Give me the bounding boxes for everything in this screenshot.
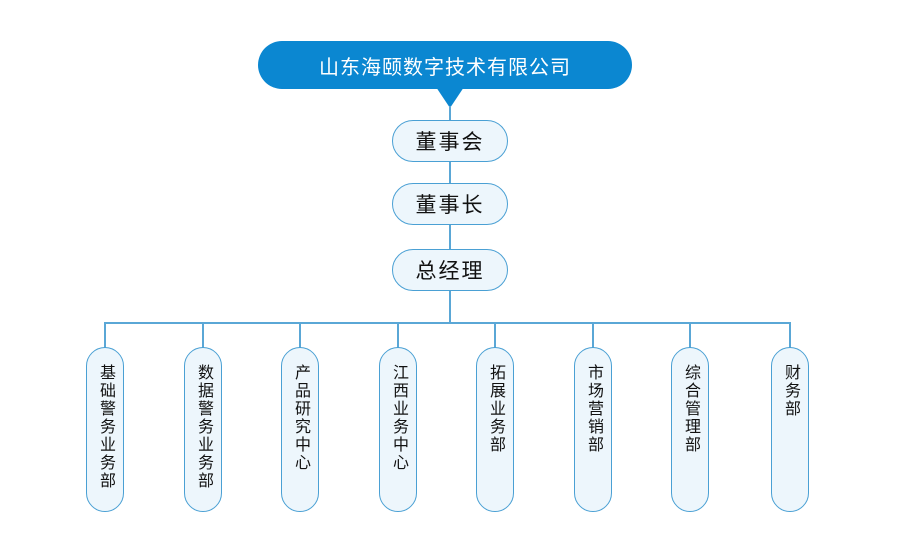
org-node-company: 山东海颐数字技术有限公司 xyxy=(258,41,632,89)
board-label: 董事会 xyxy=(415,131,485,154)
dept-label: 综合管理部 xyxy=(682,364,699,454)
drop-line-dept-4 xyxy=(397,322,399,348)
connector-root-to-board xyxy=(449,106,451,121)
org-node-dept-finance: 财务部 xyxy=(771,347,809,512)
dept-label: 基础警务业务部 xyxy=(97,364,114,490)
general-manager-label: 总经理 xyxy=(415,260,485,283)
drop-line-dept-5 xyxy=(494,322,496,348)
drop-line-dept-3 xyxy=(299,322,301,348)
org-node-dept-expansion: 拓展业务部 xyxy=(476,347,514,512)
org-node-dept-general-management: 综合管理部 xyxy=(671,347,709,512)
org-node-dept-product-research: 产品研究中心 xyxy=(281,347,319,512)
org-node-chairman: 董事长 xyxy=(392,183,508,225)
root-pointer-arrow-icon xyxy=(436,87,464,108)
branch-horizontal-line xyxy=(105,322,791,324)
dept-label: 拓展业务部 xyxy=(487,364,504,454)
dept-label: 市场营销部 xyxy=(585,364,602,454)
org-node-dept-data-police: 数据警务业务部 xyxy=(184,347,222,512)
drop-line-dept-7 xyxy=(689,322,691,348)
connector-gm-to-branch xyxy=(449,291,451,323)
dept-label: 江西业务中心 xyxy=(390,364,407,472)
company-name-label: 山东海颐数字技术有限公司 xyxy=(319,56,571,79)
org-node-dept-basic-police: 基础警务业务部 xyxy=(86,347,124,512)
org-node-board: 董事会 xyxy=(392,120,508,162)
dept-label: 数据警务业务部 xyxy=(195,364,212,490)
connector-chairman-to-gm xyxy=(449,225,451,250)
drop-line-dept-8 xyxy=(789,322,791,348)
connector-board-to-chairman xyxy=(449,162,451,184)
org-node-dept-jiangxi-business: 江西业务中心 xyxy=(379,347,417,512)
dept-label: 财务部 xyxy=(782,364,799,418)
chairman-label: 董事长 xyxy=(415,194,485,217)
org-node-general-manager: 总经理 xyxy=(392,249,508,291)
org-node-dept-marketing: 市场营销部 xyxy=(574,347,612,512)
drop-line-dept-6 xyxy=(592,322,594,348)
dept-label: 产品研究中心 xyxy=(292,364,309,472)
drop-line-dept-2 xyxy=(202,322,204,348)
drop-line-dept-1 xyxy=(104,322,106,348)
